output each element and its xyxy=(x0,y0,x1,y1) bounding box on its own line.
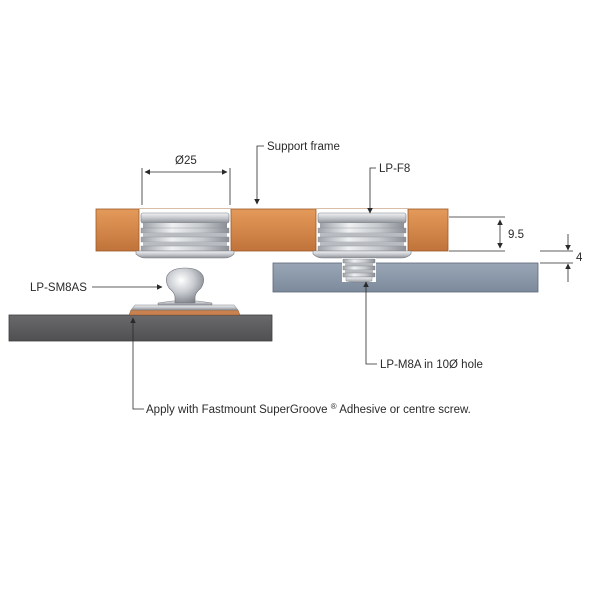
callout-apply-note: Apply with Fastmount SuperGroove ® Adhes… xyxy=(130,317,471,416)
apply-note-label: Apply with Fastmount SuperGroove ® Adhes… xyxy=(146,400,471,416)
left-panel xyxy=(8,314,273,342)
lp-sm8as-label: LP-SM8AS xyxy=(30,282,87,294)
right-panel xyxy=(272,262,539,293)
support-frame-label: Support frame xyxy=(267,141,340,153)
lp-m8a-stud xyxy=(342,258,376,283)
lp-f8-fitting-left xyxy=(135,212,235,259)
apply-note-text-2: Adhesive or centre screw. xyxy=(339,404,471,416)
callout-lp-m8a: LP-M8A in 10Ø hole xyxy=(363,281,483,371)
lp-m8a-label: LP-M8A in 10Ø hole xyxy=(380,359,483,371)
apply-note-registered: ® xyxy=(331,402,337,411)
callout-lp-sm8as: LP-SM8AS xyxy=(30,282,163,294)
lp-sm8as-knob xyxy=(128,267,241,316)
callout-support-frame: Support frame xyxy=(254,141,340,205)
apply-note-text-1: Apply with Fastmount SuperGroove xyxy=(146,404,328,416)
callout-lp-f8: LP-F8 xyxy=(367,163,410,214)
dimension-frame-height: 9.5 xyxy=(449,216,524,252)
lp-f8-fitting-right xyxy=(312,212,412,259)
dimension-diameter-label: Ø25 xyxy=(175,155,197,167)
dimension-panel-thickness-label: 4 xyxy=(576,252,583,264)
lp-f8-label: LP-F8 xyxy=(379,163,410,175)
dimension-frame-height-label: 9.5 xyxy=(508,229,524,241)
dimension-panel-thickness: 4 xyxy=(540,234,583,282)
dimension-diameter: Ø25 xyxy=(141,155,231,205)
